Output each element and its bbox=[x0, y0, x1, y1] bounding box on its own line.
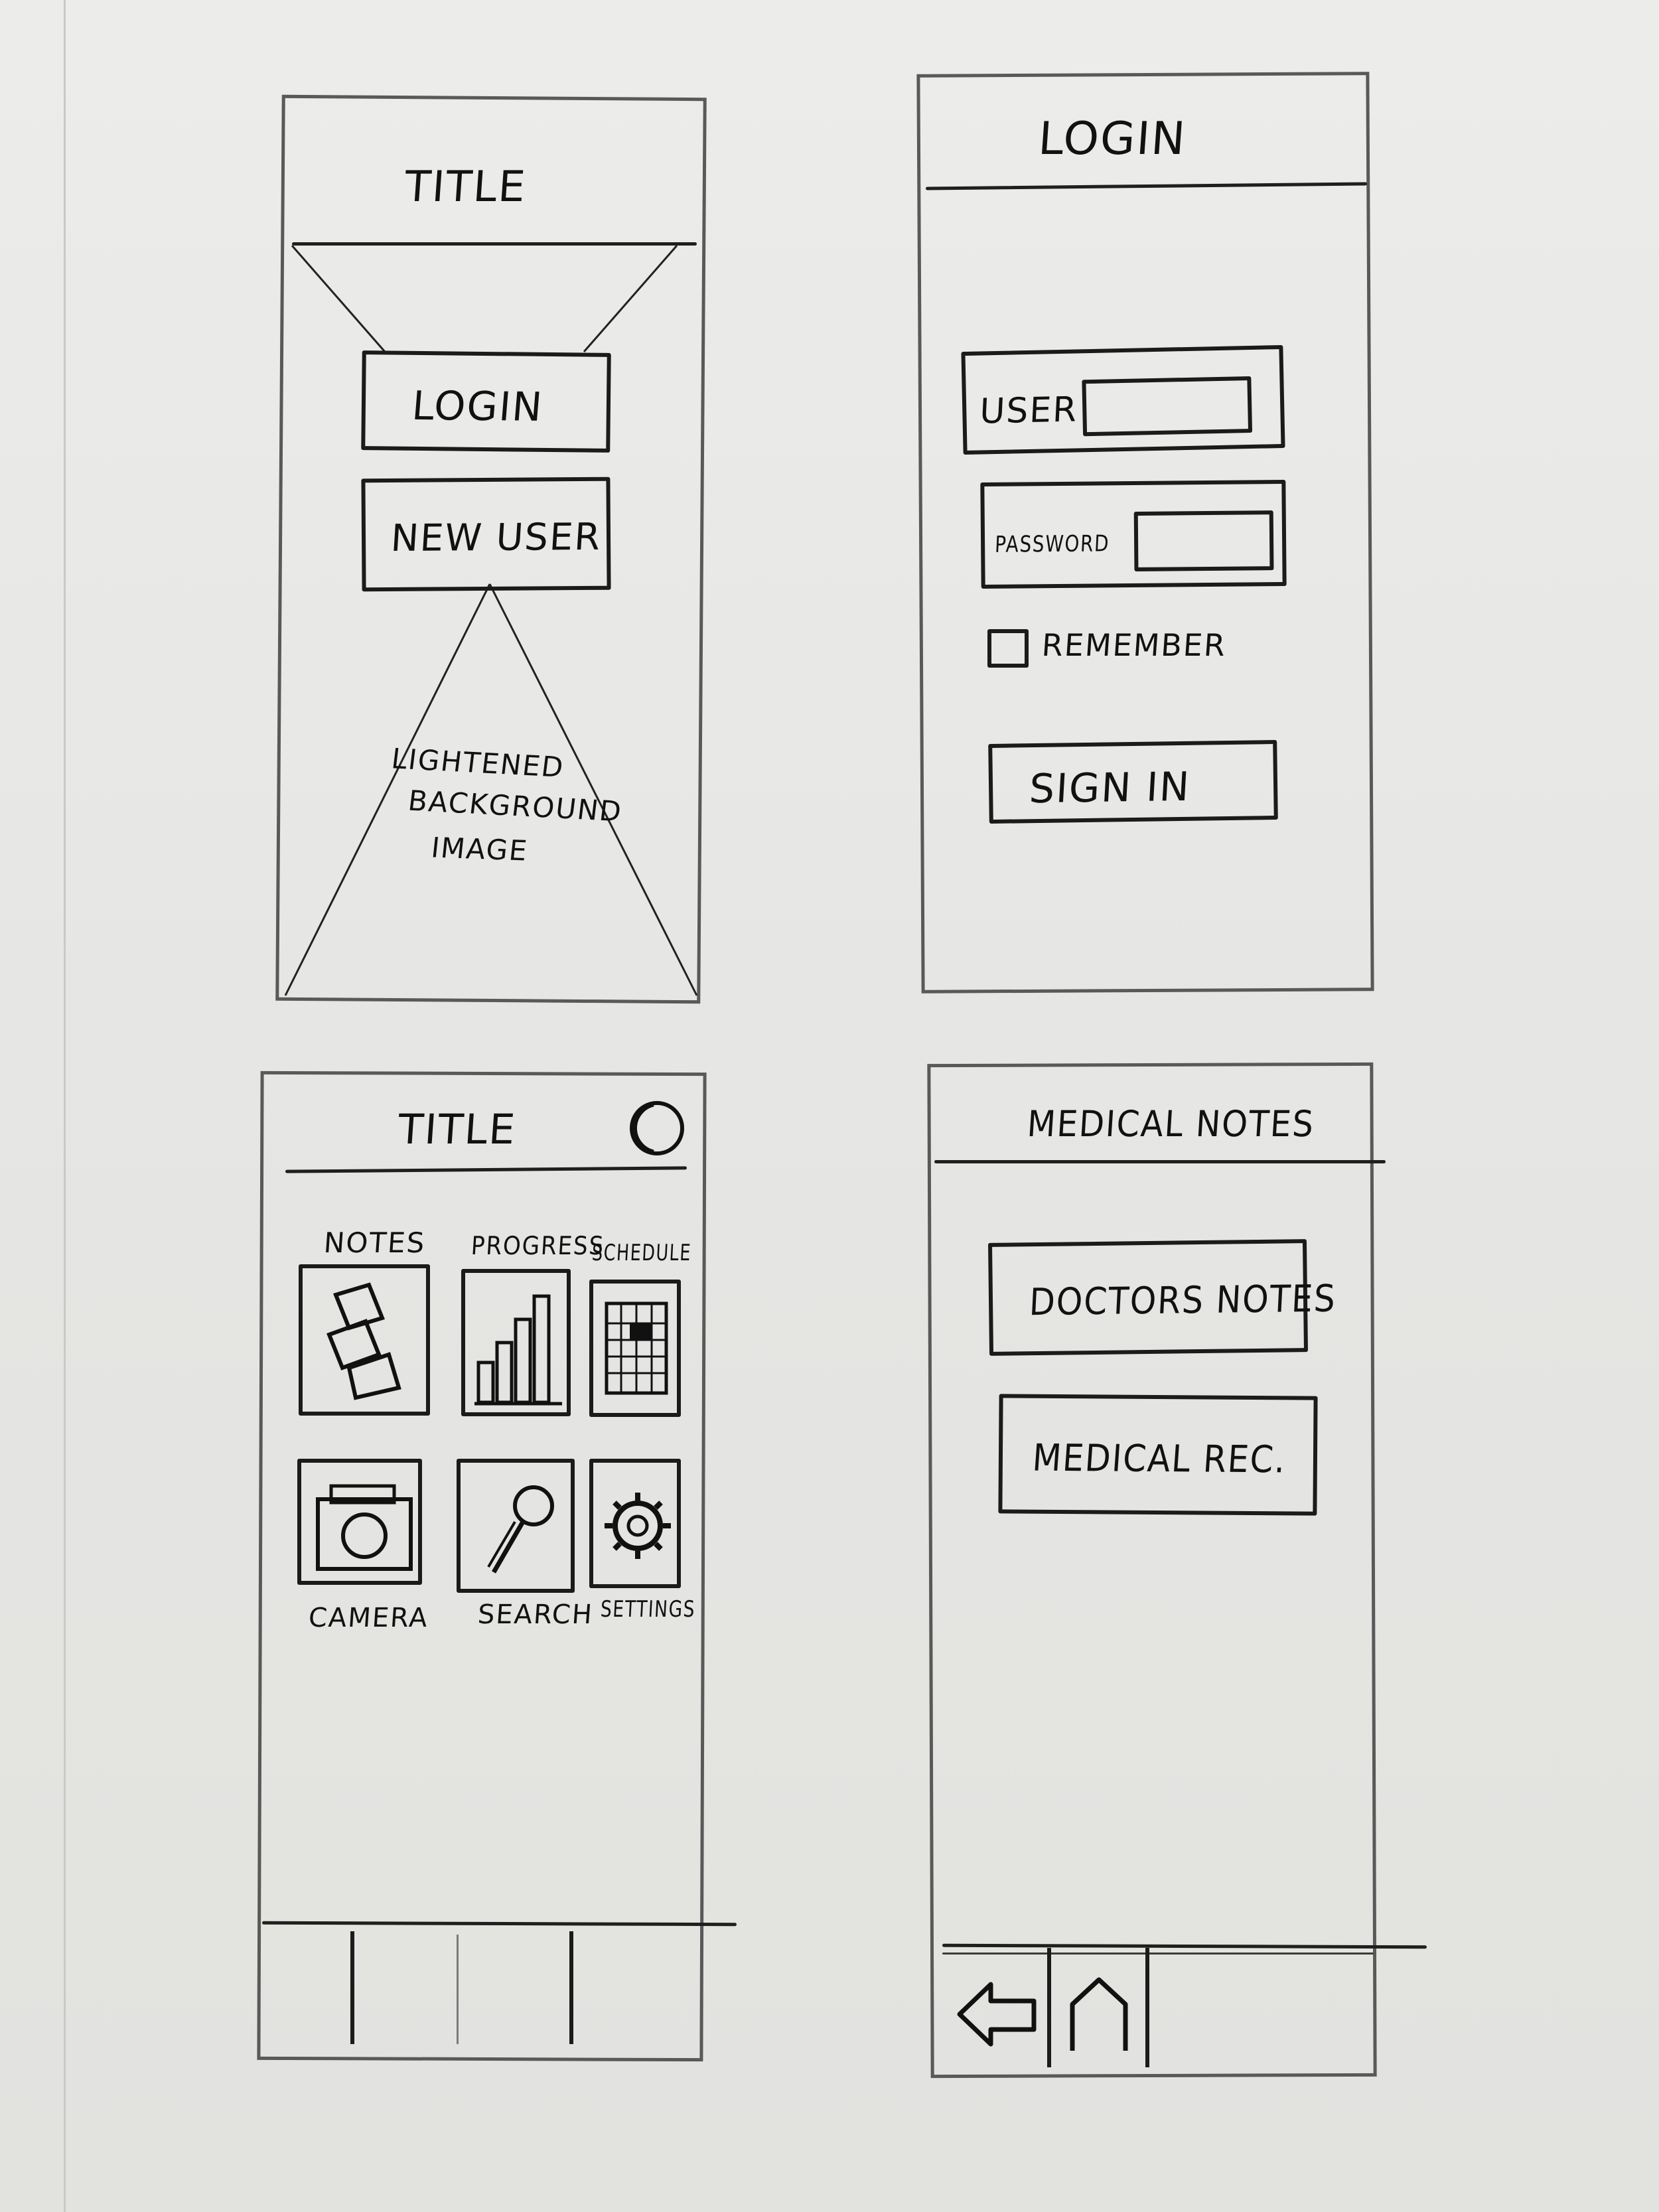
remember-checkbox[interactable] bbox=[987, 629, 1029, 668]
home-tab-4[interactable] bbox=[575, 1926, 701, 2045]
password-input[interactable] bbox=[1133, 510, 1274, 571]
nav-separator bbox=[1145, 1948, 1149, 2067]
landing-title: TITLE bbox=[403, 163, 528, 212]
tile-label-camera: CAMERA bbox=[307, 1603, 430, 1633]
home-tab-2[interactable] bbox=[355, 1926, 455, 2045]
schedule-icon bbox=[605, 1301, 668, 1395]
settings-icon bbox=[605, 1493, 671, 1559]
background-note-line-3: IMAGE bbox=[429, 831, 530, 867]
home-tab-1[interactable] bbox=[262, 1926, 352, 2045]
tile-label-progress: PROGRESS bbox=[470, 1231, 606, 1260]
new-user-button[interactable]: NEW USER bbox=[361, 477, 611, 592]
home-icon bbox=[1070, 1977, 1128, 2051]
new-user-label: NEW USER bbox=[389, 515, 603, 561]
remember-label: REMEMBER bbox=[1041, 627, 1228, 663]
user-field-group: USER bbox=[961, 344, 1285, 455]
nav-separator bbox=[1047, 1948, 1051, 2067]
background-image-placeholder bbox=[284, 245, 698, 996]
notes-icon bbox=[326, 1282, 401, 1400]
tile-label-schedule: SCHEDULE bbox=[591, 1240, 692, 1266]
tab-separator bbox=[350, 1931, 354, 2044]
login-title: LOGIN bbox=[1037, 113, 1189, 165]
medical-notes-header-divider bbox=[934, 1160, 1386, 1163]
settings-tile[interactable] bbox=[589, 1459, 681, 1588]
medical-notes-frame bbox=[927, 1062, 1377, 2079]
landing-header-divider bbox=[292, 242, 697, 246]
home-title: TITLE bbox=[396, 1105, 518, 1153]
progress-tile[interactable] bbox=[461, 1269, 571, 1416]
home-button[interactable] bbox=[1052, 1958, 1145, 2067]
notes-tile[interactable] bbox=[299, 1264, 430, 1416]
back-arrow-icon bbox=[957, 1982, 1037, 2047]
sign-in-label: SIGN IN bbox=[1028, 763, 1192, 813]
tab-separator bbox=[457, 1935, 459, 2044]
profile-circle-icon[interactable] bbox=[627, 1098, 687, 1158]
camera-icon bbox=[316, 1484, 413, 1571]
search-icon bbox=[487, 1485, 554, 1574]
user-input[interactable] bbox=[1082, 376, 1253, 437]
medical-rec-button[interactable]: MEDICAL REC. bbox=[998, 1394, 1318, 1516]
password-label: PASSWORD bbox=[994, 530, 1111, 558]
home-tab-3[interactable] bbox=[459, 1926, 569, 2045]
doctors-notes-label: DOCTORS NOTES bbox=[1028, 1277, 1338, 1325]
search-tile[interactable] bbox=[457, 1459, 575, 1593]
landing-login-label: LOGIN bbox=[410, 382, 545, 431]
back-button[interactable] bbox=[942, 1958, 1048, 2067]
progress-icon bbox=[474, 1294, 562, 1406]
user-label: USER bbox=[978, 390, 1079, 432]
tile-label-search: SEARCH bbox=[476, 1599, 595, 1630]
landing-login-button[interactable]: LOGIN bbox=[361, 350, 611, 453]
password-field-group: PASSWORD bbox=[980, 479, 1287, 589]
sign-in-button[interactable]: SIGN IN bbox=[988, 739, 1278, 824]
doctors-notes-button[interactable]: DOCTORS NOTES bbox=[987, 1239, 1337, 1356]
schedule-tile[interactable] bbox=[589, 1280, 681, 1417]
tile-label-notes: NOTES bbox=[323, 1226, 427, 1259]
medical-rec-label: MEDICAL REC. bbox=[1031, 1436, 1288, 1482]
medical-notes-tabbar-divider-2 bbox=[942, 1953, 1374, 1954]
paper-margin-line bbox=[64, 0, 66, 2212]
medical-notes-title: MEDICAL NOTES bbox=[1025, 1103, 1316, 1145]
tab-separator bbox=[569, 1931, 573, 2044]
camera-tile[interactable] bbox=[297, 1459, 422, 1585]
tile-label-settings: SETTINGS bbox=[599, 1596, 697, 1623]
